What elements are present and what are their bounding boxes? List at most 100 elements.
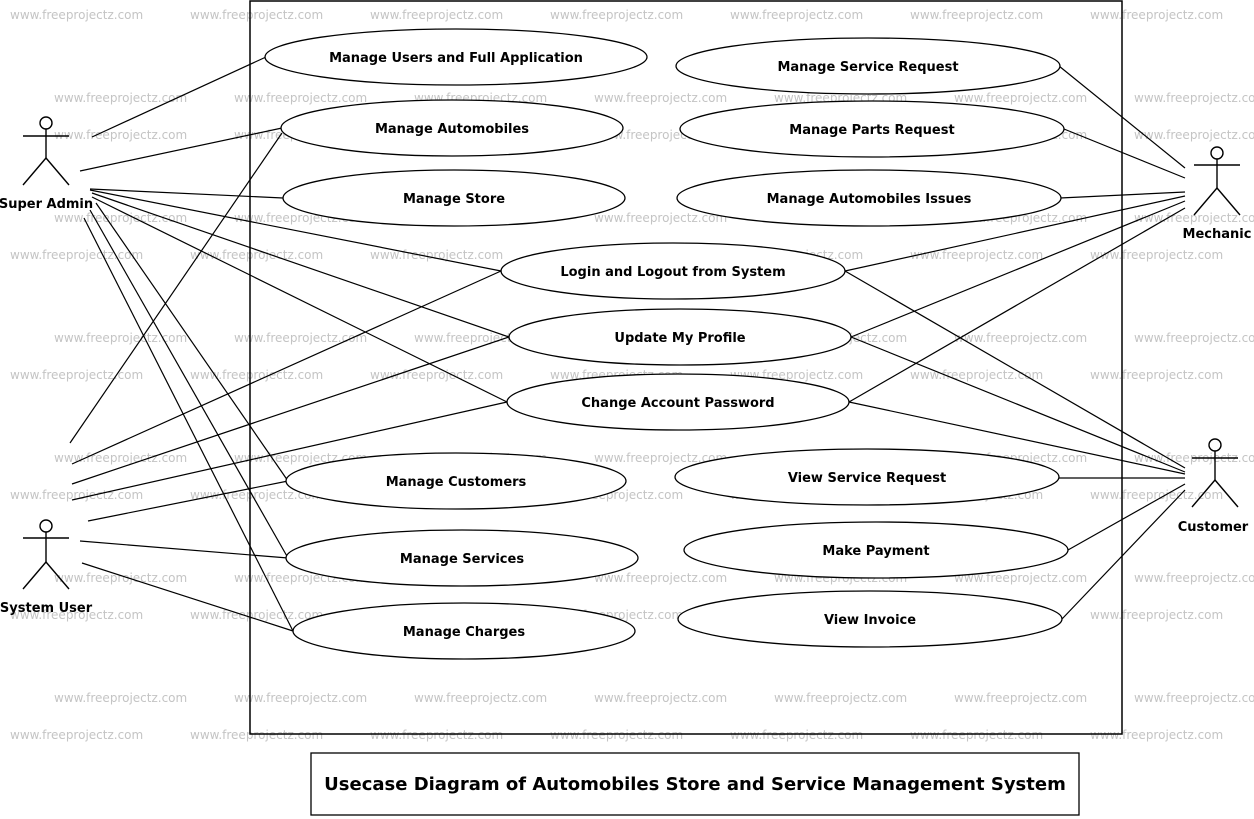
watermark-text: www.freeprojectz.com — [954, 691, 1087, 705]
watermark-text: www.freeprojectz.com — [1090, 728, 1223, 742]
watermark-text: www.freeprojectz.com — [1134, 211, 1254, 225]
assoc-super-admin-manage-services — [89, 209, 289, 559]
assoc-customer-login-logout — [844, 270, 1186, 469]
watermark-text: www.freeprojectz.com — [910, 8, 1043, 22]
assoc-mechanic-manage-parts-request — [1063, 128, 1186, 179]
watermark-text: www.freeprojectz.com — [1134, 331, 1254, 345]
actor-super-admin[interactable] — [22, 116, 70, 186]
watermark-text: www.freeprojectz.com — [414, 691, 547, 705]
assoc-system-user-manage-charges — [81, 562, 294, 632]
usecase-ellipse — [508, 308, 852, 366]
usecase-ellipse — [285, 529, 639, 587]
association-lines — [69, 56, 1186, 632]
usecase-ellipse — [506, 373, 850, 431]
usecase-label: Login and Logout from System — [560, 265, 785, 280]
usecase-ellipse — [280, 99, 624, 157]
watermark-text: www.freeprojectz.com — [10, 488, 143, 502]
usecase-ellipse — [292, 602, 636, 660]
usecase-manage-service-request[interactable]: Manage Service Request — [675, 37, 1061, 95]
assoc-system-user-change-password — [71, 401, 508, 501]
actor-leg-left — [22, 561, 47, 590]
actor-mechanic[interactable] — [1193, 146, 1241, 216]
watermark-text: www.freeprojectz.com — [954, 91, 1087, 105]
watermark-text: www.freeprojectz.com — [1090, 488, 1223, 502]
watermark-text: www.freeprojectz.com — [1090, 608, 1223, 622]
actors — [22, 116, 1241, 590]
assoc-mechanic-login-logout — [844, 195, 1186, 272]
usecase-view-service-request[interactable]: View Service Request — [674, 448, 1060, 506]
usecase-manage-users[interactable]: Manage Users and Full Application — [264, 28, 648, 86]
usecase-ellipse — [500, 242, 846, 300]
watermark-text: www.freeprojectz.com — [730, 728, 863, 742]
watermark-text: www.freeprojectz.com — [954, 571, 1087, 585]
actor-leg-left — [22, 157, 47, 186]
watermark-text: www.freeprojectz.com — [370, 728, 503, 742]
watermark-text: www.freeprojectz.com — [370, 8, 503, 22]
usecase-manage-services[interactable]: Manage Services — [285, 529, 639, 587]
actor-leg-right — [1216, 187, 1241, 216]
watermark-text: www.freeprojectz.com — [234, 331, 367, 345]
watermark-text: www.freeprojectz.com — [54, 331, 187, 345]
assoc-mechanic-manage-service-request — [1058, 65, 1186, 169]
watermark-text: www.freeprojectz.com — [1134, 128, 1254, 142]
watermark-text: www.freeprojectz.com — [910, 368, 1043, 382]
actor-system-user[interactable] — [22, 519, 70, 590]
actor-leg-right — [1214, 479, 1239, 508]
caption-box — [310, 752, 1080, 816]
watermark-text: www.freeprojectz.com — [594, 451, 727, 465]
actor-head — [1208, 438, 1222, 452]
actor-leg-left — [1191, 479, 1216, 508]
assoc-customer-view-invoice — [1061, 489, 1186, 620]
usecase-label: Manage Service Request — [777, 60, 958, 75]
watermark-text: www.freeprojectz.com — [1090, 8, 1223, 22]
assoc-mechanic-update-profile — [850, 200, 1186, 338]
usecase-change-password[interactable]: Change Account Password — [506, 373, 850, 431]
usecase-manage-store[interactable]: Manage Store — [282, 169, 626, 227]
usecase-manage-automobiles-issues[interactable]: Manage Automobiles Issues — [676, 169, 1062, 227]
usecase-view-invoice[interactable]: View Invoice — [677, 590, 1063, 648]
assoc-super-admin-manage-charges — [83, 217, 294, 632]
assoc-system-user-manage-customers — [87, 480, 289, 522]
usecase-label: Change Account Password — [581, 396, 774, 411]
usecase-ellipse — [676, 169, 1062, 227]
actor-label-super-admin: Super Admin — [0, 197, 93, 212]
actor-customer[interactable] — [1191, 438, 1239, 508]
usecase-login-logout[interactable]: Login and Logout from System — [500, 242, 846, 300]
watermark-text: www.freeprojectz.com — [10, 8, 143, 22]
usecase-label: Manage Users and Full Application — [329, 51, 583, 66]
watermark-text: www.freeprojectz.com — [910, 248, 1043, 262]
usecase-label: Manage Charges — [403, 625, 525, 640]
usecase-manage-automobiles[interactable]: Manage Automobiles — [280, 99, 624, 157]
usecase-manage-customers[interactable]: Manage Customers — [285, 452, 627, 510]
usecase-update-profile[interactable]: Update My Profile — [508, 308, 852, 366]
assoc-super-admin-manage-users — [91, 56, 267, 138]
usecase-ellipse — [675, 37, 1061, 95]
assoc-mechanic-change-password — [848, 207, 1186, 403]
usecase-manage-parts-request[interactable]: Manage Parts Request — [679, 100, 1065, 158]
system-boundary — [249, 0, 1123, 735]
watermark-text: www.freeprojectz.com — [1134, 691, 1254, 705]
actor-leg-right — [45, 157, 70, 186]
assoc-super-admin-login-logout — [89, 189, 502, 272]
usecase-make-payment[interactable]: Make Payment — [683, 521, 1069, 579]
usecase-ellipse — [282, 169, 626, 227]
usecase-manage-charges[interactable]: Manage Charges — [292, 602, 636, 660]
assoc-system-user-manage-automobiles — [69, 132, 283, 444]
actor-head — [39, 116, 53, 130]
usecase-ellipse — [677, 590, 1063, 648]
usecase-label: Manage Automobiles Issues — [767, 192, 972, 207]
usecase-label: Manage Automobiles — [375, 122, 529, 137]
watermark-text: www.freeprojectz.com — [954, 331, 1087, 345]
usecases: Manage Users and Full Application Manage… — [264, 28, 1069, 660]
watermark-text: www.freeprojectz.com — [10, 248, 143, 262]
usecase-label: Manage Parts Request — [789, 123, 954, 138]
usecase-label: Make Payment — [822, 544, 929, 559]
watermark-text: www.freeprojectz.com — [550, 728, 683, 742]
watermark-text: www.freeprojectz.com — [10, 728, 143, 742]
actor-head — [1210, 146, 1224, 160]
watermark-text: www.freeprojectz.com — [594, 211, 727, 225]
watermark-text: www.freeprojectz.com — [774, 691, 907, 705]
watermark-text: www.freeprojectz.com — [370, 368, 503, 382]
actor-leg-left — [1193, 187, 1218, 216]
